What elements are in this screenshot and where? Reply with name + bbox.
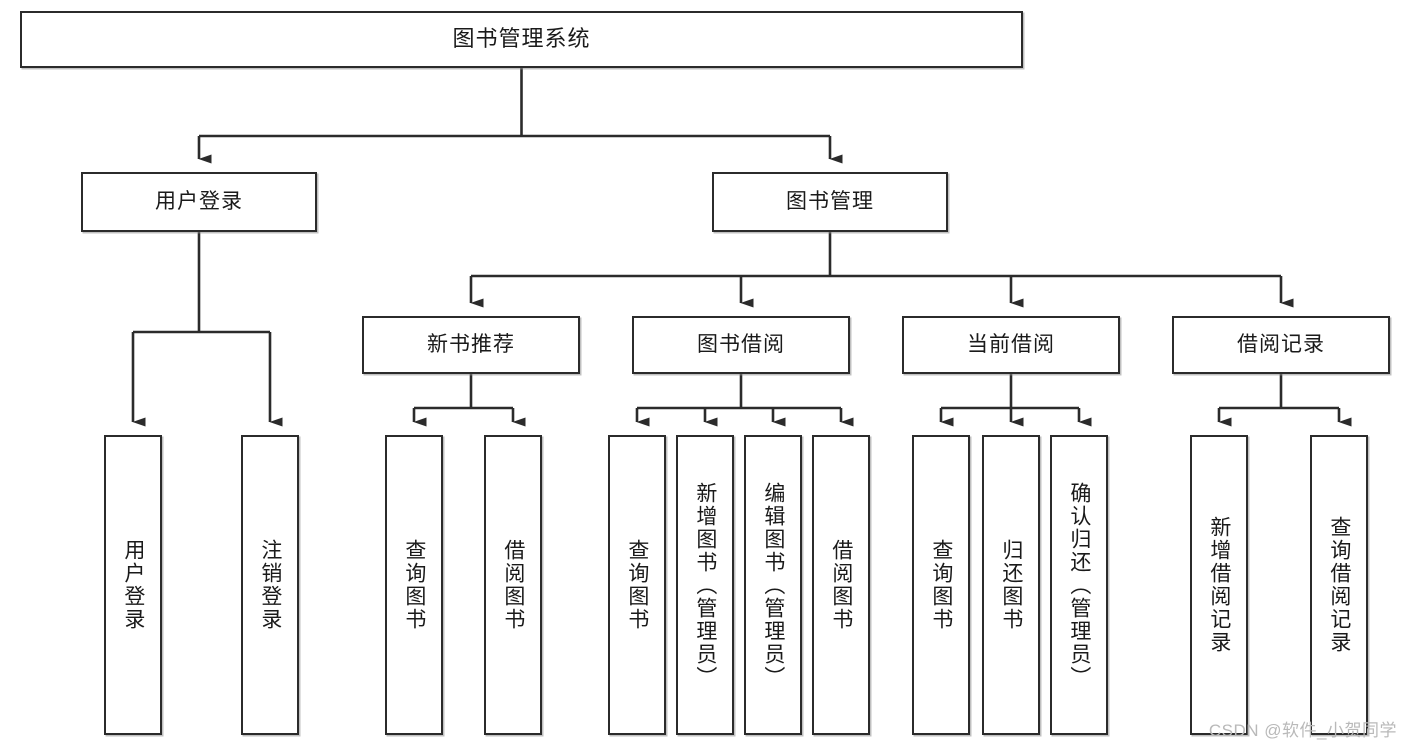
node-leaf-return-book-label: 归还图书: [999, 539, 1023, 631]
node-leaf-add-borrow-record[interactable]: 新增借阅记录: [1190, 435, 1248, 735]
node-leaf-user-login[interactable]: 用户登录: [104, 435, 162, 735]
node-root-label: 图书管理系统: [452, 26, 591, 52]
node-leaf-edit-book[interactable]: 编辑图书（管理员）: [744, 435, 802, 735]
node-book-borrow-label: 图书借阅: [697, 333, 785, 357]
node-leaf-borrow-book-2-label: 借阅图书: [829, 539, 853, 631]
node-leaf-return-book[interactable]: 归还图书: [982, 435, 1040, 735]
node-leaf-borrow-book-1-label: 借阅图书: [501, 539, 525, 631]
node-current-borrow-label: 当前借阅: [967, 333, 1055, 357]
node-leaf-logout-login[interactable]: 注销登录: [241, 435, 299, 735]
node-leaf-query-book-3-label: 查询图书: [929, 539, 953, 631]
node-leaf-query-book-1-label: 查询图书: [402, 539, 426, 631]
node-leaf-query-book-3[interactable]: 查询图书: [912, 435, 970, 735]
node-book-manage[interactable]: 图书管理: [712, 172, 948, 232]
node-leaf-add-book[interactable]: 新增图书（管理员）: [676, 435, 734, 735]
node-book-borrow[interactable]: 图书借阅: [632, 316, 850, 374]
node-leaf-edit-book-label: 编辑图书（管理员）: [761, 481, 785, 689]
node-leaf-confirm-return-label: 确认归还（管理员）: [1067, 481, 1091, 689]
node-root[interactable]: 图书管理系统: [20, 11, 1023, 68]
node-leaf-query-book-1[interactable]: 查询图书: [385, 435, 443, 735]
node-leaf-add-book-label: 新增图书（管理员）: [693, 481, 717, 689]
node-leaf-add-borrow-record-label: 新增借阅记录: [1207, 516, 1231, 654]
node-user-login-label: 用户登录: [155, 190, 243, 214]
node-leaf-query-borrow-record[interactable]: 查询借阅记录: [1310, 435, 1368, 735]
node-borrow-record-label: 借阅记录: [1237, 333, 1325, 357]
node-leaf-query-book-2[interactable]: 查询图书: [608, 435, 666, 735]
node-new-book-recommend-label: 新书推荐: [427, 333, 515, 357]
node-leaf-logout-login-label: 注销登录: [258, 539, 282, 631]
node-leaf-borrow-book-2[interactable]: 借阅图书: [812, 435, 870, 735]
node-book-manage-label: 图书管理: [786, 190, 874, 214]
node-leaf-confirm-return[interactable]: 确认归还（管理员）: [1050, 435, 1108, 735]
watermark-text: CSDN @软件_小贺同学: [1208, 721, 1397, 740]
node-leaf-query-book-2-label: 查询图书: [625, 539, 649, 631]
node-user-login[interactable]: 用户登录: [81, 172, 317, 232]
node-borrow-record[interactable]: 借阅记录: [1172, 316, 1390, 374]
node-leaf-user-login-label: 用户登录: [121, 539, 145, 631]
node-leaf-borrow-book-1[interactable]: 借阅图书: [484, 435, 542, 735]
node-leaf-query-borrow-record-label: 查询借阅记录: [1327, 516, 1351, 654]
node-current-borrow[interactable]: 当前借阅: [902, 316, 1120, 374]
node-new-book-recommend[interactable]: 新书推荐: [362, 316, 580, 374]
